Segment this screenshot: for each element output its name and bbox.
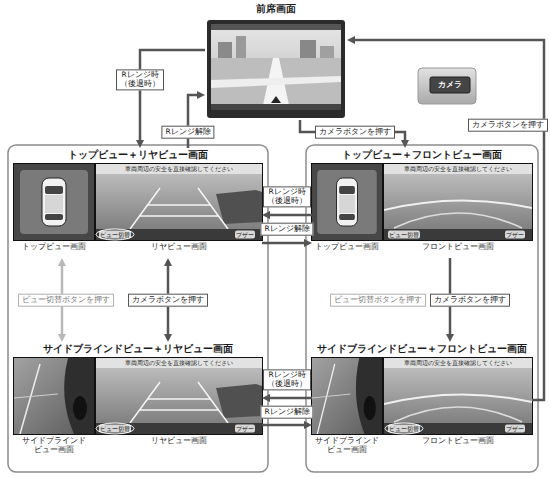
nav-screen-image-part xyxy=(211,76,341,88)
screen-button: ブザー xyxy=(236,425,254,431)
pane-caption: トップビュー画面 xyxy=(315,243,379,252)
screen-side-rear-part xyxy=(235,425,255,433)
transition-label: Rレンジ解除 xyxy=(260,406,313,419)
screen-side-rear-part xyxy=(96,358,262,434)
nav-screen-image-part xyxy=(211,24,341,110)
front-seat-screen: 前席画面 xyxy=(205,3,347,120)
action-note: ビュー切替ボタンを押す xyxy=(330,294,426,307)
transition-label: Rレンジ時 （後退時） xyxy=(116,69,164,90)
state-title: サイドブラインドビュー＋リヤビュー画面 xyxy=(43,343,233,355)
screen-warning: 車両周辺の安全を直接確認してください xyxy=(125,166,233,172)
nav-screen-image-part xyxy=(211,24,341,30)
screen-top-front-part xyxy=(505,231,525,239)
pane-caption: リヤビュー画面 xyxy=(151,437,207,446)
state-title: トップビュー＋リヤビュー画面 xyxy=(68,149,208,161)
screen-side-rear-part xyxy=(13,357,263,435)
screen-side-front-part xyxy=(385,423,423,434)
screen-top-rear-part xyxy=(13,163,263,241)
state-title: サイドブラインドビュー＋フロントビュー画面 xyxy=(317,343,527,355)
camera-button-image xyxy=(418,68,476,104)
transition-label: カメラボタンを押す xyxy=(315,126,395,139)
group-panel xyxy=(8,145,538,472)
button-key-text: カメラ xyxy=(438,81,462,90)
screen-side-front-part xyxy=(388,425,420,433)
screen-side-rear-part xyxy=(14,358,94,434)
pane-caption: フロントビュー画面 xyxy=(422,437,494,446)
nav-screen-image-part xyxy=(236,36,246,58)
screen-side-front-part xyxy=(312,358,382,434)
transition-arrow xyxy=(262,242,305,245)
screen-warning: 車両周辺の安全を直接確認してください xyxy=(404,360,512,366)
screen-top-rear-part xyxy=(14,164,94,240)
screen-side-front xyxy=(311,357,533,435)
camera-button-image-part xyxy=(418,68,476,104)
pane-caption: サイドブラインド ビュー画面 xyxy=(22,437,86,454)
transition-arrow xyxy=(300,120,405,141)
nav-screen-image-part xyxy=(211,58,341,110)
screen-side-front-part xyxy=(311,357,533,435)
transition-arrow xyxy=(188,95,198,148)
nav-screen-image-part xyxy=(207,20,345,118)
nav-screen-image-part xyxy=(211,104,341,110)
pane-caption: トップビュー画面 xyxy=(22,243,86,252)
screen-top-front-part xyxy=(384,164,532,240)
transition-arrow xyxy=(269,214,312,217)
screen-button: ブザー xyxy=(506,231,524,237)
nav-screen-image xyxy=(207,20,345,118)
pane-caption: リヤビュー画面 xyxy=(151,243,207,252)
transition-arrow xyxy=(262,424,305,427)
view-state: トップビュー＋リヤビュー画面トップビュー画面 リヤビュー画面 xyxy=(14,148,262,258)
screen-warning: 車両周辺の安全を直接確認してください xyxy=(125,360,233,366)
rear-group-panel xyxy=(8,145,268,472)
screen-title: 前席画面 xyxy=(256,4,296,15)
screen-top-front-part xyxy=(311,163,533,241)
screen-top-front-part xyxy=(388,231,420,239)
screen-warning: 車両周辺の安全を直接確認してください xyxy=(404,166,512,172)
screen-button: ビュー切替 xyxy=(389,231,419,237)
view-state: トップビュー＋フロントビュー画面トップビュー画面 フロントビュー画面 xyxy=(312,148,532,258)
screen-button: ビュー切替 xyxy=(100,231,130,237)
screen-side-front-part xyxy=(505,425,525,433)
front-group-panel xyxy=(306,145,538,472)
screen-top-rear-part xyxy=(99,231,131,239)
screen-top-front xyxy=(311,163,533,241)
transition-label: Rレンジ解除 xyxy=(161,126,214,139)
pane-caption: フロントビュー画面 xyxy=(422,243,494,252)
transition-label: カメラボタンを押す xyxy=(430,294,510,307)
screen-button: ビュー切替 xyxy=(389,425,419,431)
screen-button: ブザー xyxy=(506,425,524,431)
screen-top-rear-part xyxy=(96,164,262,240)
camera-button-image-part xyxy=(430,77,470,93)
screen-button: ブザー xyxy=(236,231,254,237)
screen-button: ビュー切替 xyxy=(100,425,130,431)
screen-side-rear-part xyxy=(99,425,131,433)
transition-label: カメラボタンを押す xyxy=(128,294,208,307)
transition-label: ビュー切替ボタンを押す xyxy=(18,294,114,307)
screen-side-front-part xyxy=(384,358,532,434)
screen-top-rear-part xyxy=(96,229,134,240)
transition-label: Rレンジ時 （後退時） xyxy=(263,369,311,390)
pane-caption: サイドブラインド ビュー画面 xyxy=(315,437,379,454)
screen-top-rear xyxy=(13,163,263,241)
transition-arrow xyxy=(269,397,312,400)
nav-screen-image-part xyxy=(271,96,281,103)
nav-screen-image-part xyxy=(218,42,232,58)
screen-top-front-part xyxy=(312,164,382,240)
state-title: トップビュー＋フロントビュー画面 xyxy=(342,149,502,161)
screen-side-rear-part xyxy=(96,423,134,434)
screen-top-rear-part xyxy=(235,231,255,239)
nav-screen-image-part xyxy=(300,40,316,58)
transition-label: カメラボタンを押す xyxy=(468,119,548,132)
transition-label: Rレンジ時 （後退時） xyxy=(263,186,311,207)
screen-side-rear xyxy=(13,357,263,435)
transition-label: Rレンジ解除 xyxy=(260,223,313,236)
nav-screen-image-part xyxy=(320,46,334,58)
